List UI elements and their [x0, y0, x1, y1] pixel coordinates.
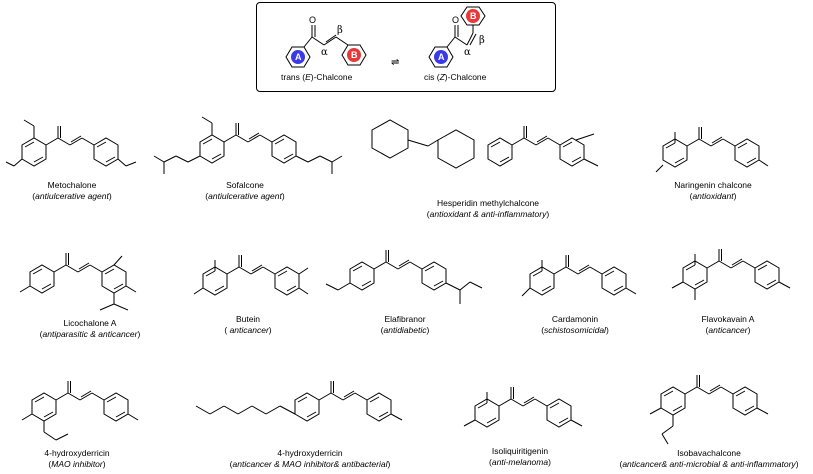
compound-activity: (MAO inhibitor) — [48, 459, 106, 469]
cis-ring-a-fill — [434, 50, 448, 64]
compound-name: Isobavachalcone — [677, 448, 741, 458]
compound-hesperidin-methylchalcone: Hesperidin methylchalcone (antioxidant &… — [358, 100, 618, 220]
compound-activity: (antiulcerative agent) — [32, 191, 112, 201]
compound-4-hydroxyderricin-2: 4-hydroxyderricin (anticancer & MAO inhi… — [180, 364, 440, 470]
compound-cardamonin: Cardamonin (schistosomicidal) — [500, 234, 650, 336]
compound-activity: ( anticancer) — [224, 325, 272, 335]
hydroxyderricin-1-structure — [21, 380, 139, 441]
compound-isobavachalcone: Isobavachalcone (anticancer& anti-microb… — [606, 362, 812, 470]
cis-alpha: α — [464, 47, 471, 58]
naringenin-structure — [655, 126, 769, 173]
isobavachalcone-structure — [649, 374, 769, 445]
cis-ring-b-fill — [466, 9, 480, 23]
trans-chain — [303, 25, 349, 48]
trans-oxygen: O — [309, 15, 317, 25]
trans-ring-a-fill — [291, 50, 305, 64]
elafibranor-structure — [325, 249, 483, 304]
compound-activity: (anticancer& anti-microbial & anti-infla… — [619, 459, 799, 469]
compound-activity: (antiparasitic & anticancer) — [39, 329, 141, 339]
compound-name: 4-hydroxyderricin — [44, 448, 110, 458]
compound-name: Metochalone — [47, 180, 97, 190]
cis-caption: cis (Z)-Chalcone — [424, 72, 487, 82]
compound-name: Butein — [235, 314, 261, 324]
compound-activity: (anti-melanoma) — [489, 457, 551, 467]
compound-4-hydroxyderricin-1: 4-hydroxyderricin (MAO inhibitor) — [2, 362, 152, 470]
compound-flavokavain-a: Flavokavain A (anticancer) — [648, 228, 808, 336]
metochalone-structure — [5, 119, 137, 167]
compound-name: Cardamonin — [551, 314, 599, 324]
equilibrium-arrow: ⇌ — [391, 57, 400, 68]
cis-chain — [446, 25, 477, 48]
compound-name: Licochalone A — [63, 318, 117, 328]
compound-activity: (antidiabetic) — [380, 325, 430, 335]
compound-elafibranor: Elafibranor (antidiabetic) — [310, 234, 500, 336]
compound-isoliquiritigenin: Isoliquiritigenin (anti-melanoma) — [440, 370, 600, 468]
compound-activity: (antioxidant & anti-inflammatory) — [426, 209, 550, 219]
cis-ring-b-label: B — [470, 11, 477, 21]
compound-name: Hesperidin methylchalcone — [436, 198, 540, 208]
compound-naringenin-chalcone: Naringenin chalcone (antioxidant) — [628, 104, 798, 202]
trans-ring-b-label: B — [351, 50, 358, 60]
flavokavain-structure — [671, 248, 791, 300]
cardamonin-structure — [521, 254, 637, 297]
hydroxyderricin-2-structure — [195, 380, 403, 422]
compound-name: Isoliquiritigenin — [491, 446, 549, 456]
compound-activity: (anticancer & MAO inhibitor& antibacteri… — [229, 459, 391, 469]
compound-name: Naringenin chalcone — [674, 180, 752, 190]
trans-ring-b — [341, 44, 367, 66]
hesperidin-structure — [371, 119, 599, 169]
compound-metochalone: Metochalone (antiulcerative agent) — [2, 110, 142, 202]
compound-activity: (anticancer) — [705, 325, 751, 335]
compound-butein: Butein ( anticancer) — [178, 234, 318, 336]
compound-name: Flavokavain A — [701, 314, 755, 324]
trans-caption: trans (E)-Chalcone — [281, 72, 353, 82]
sofalcone-structure — [153, 116, 343, 174]
licochalone-structure — [19, 252, 137, 311]
cis-ring-b — [460, 6, 486, 26]
compound-activity: (schistosomicidal) — [541, 325, 609, 335]
compound-name: 4-hydroxyderricin — [277, 448, 343, 458]
compound-sofalcone: Sofalcone (antiulcerative agent) — [140, 104, 350, 202]
chalcone-isomer-box: A B A B O O α β α β ⇌ trans (E)-Chalcone… — [256, 2, 556, 92]
cis-ring-a-label: A — [438, 52, 445, 62]
cis-beta: β — [479, 35, 485, 46]
chalcone-isomer-diagram — [285, 6, 486, 68]
trans-alpha: α — [321, 47, 328, 58]
cis-oxygen: O — [452, 15, 460, 25]
compound-licochalone-a: Licochalone A (antiparasitic & anticance… — [0, 232, 180, 340]
compound-name: Elafibranor — [384, 314, 426, 324]
compound-name: Sofalcone — [226, 180, 264, 190]
butein-structure — [193, 254, 309, 296]
isoliquiritigenin-structure — [463, 386, 583, 428]
trans-ring-b-fill — [347, 48, 361, 62]
trans-beta: β — [337, 25, 343, 36]
compound-activity: (antiulcerative agent) — [205, 191, 285, 201]
trans-ring-a-label: A — [295, 52, 302, 62]
compound-activity: (antioxidant) — [689, 191, 737, 201]
